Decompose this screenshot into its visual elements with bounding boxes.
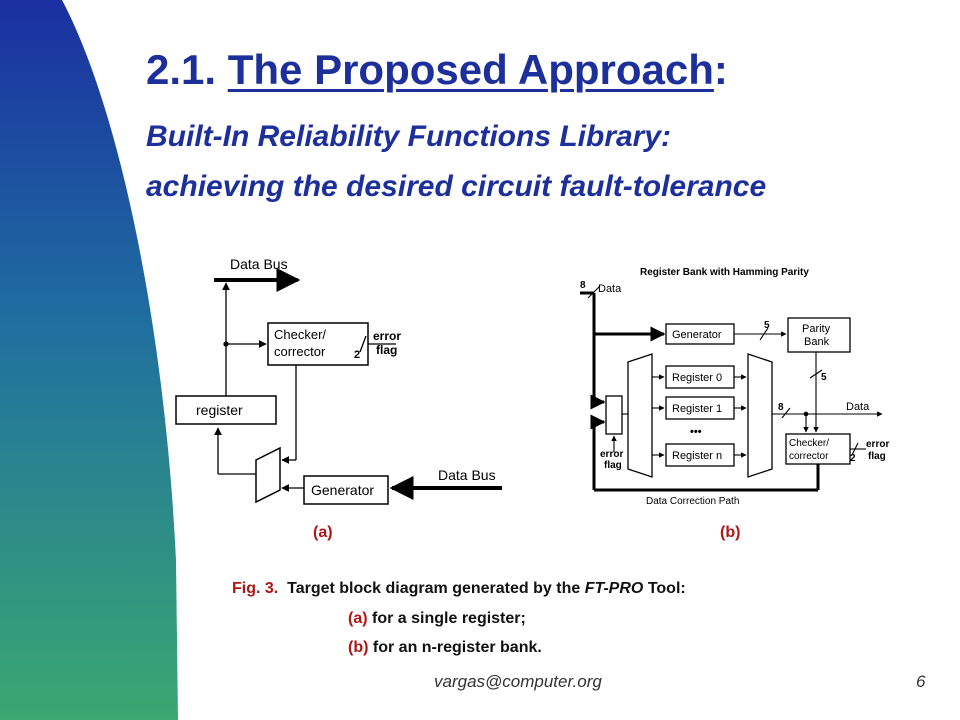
register-n-label: Register n	[672, 450, 722, 462]
title-number: 2.1.	[146, 46, 217, 93]
generator-block	[303, 475, 389, 505]
diagram-b: Register Bank with Hamming Parity	[580, 267, 889, 507]
checker-label-b-1: Checker/	[789, 438, 829, 449]
parity-out-width-label: 5	[821, 372, 827, 383]
bank-title: Register Bank with Hamming Parity	[640, 267, 809, 278]
register-1-label: Register 1	[672, 403, 722, 415]
fig-label: Fig. 3.	[232, 580, 279, 597]
title-main: The Proposed Approach	[227, 46, 714, 93]
flag-width-label: 2	[850, 453, 856, 464]
demux-block	[627, 353, 653, 478]
bus-width-label: 2	[354, 349, 360, 361]
register-label: register	[196, 402, 243, 418]
data-width-label: 8	[580, 280, 586, 291]
data-bus-top-label: Data Bus	[230, 256, 288, 272]
output-mux-block	[747, 353, 773, 478]
parity-width-label: 5	[764, 320, 770, 331]
label-a: (a)	[313, 524, 333, 541]
correction-path-label: Data Correction Path	[646, 496, 739, 507]
checker-label-b-2: corrector	[789, 451, 829, 462]
parity-label-2: Bank	[804, 336, 830, 348]
caption-text-end: Tool:	[647, 580, 686, 597]
out-width-label: 8	[778, 402, 784, 413]
figure-caption: Fig. 3. Target block diagram generated b…	[232, 580, 686, 598]
checker-label-1: Checker/	[274, 327, 326, 342]
background-curve	[0, 0, 178, 720]
tool-name: FT-PRO	[584, 580, 644, 597]
multiplexer-block	[255, 446, 281, 504]
error-flag-label-2: flag	[376, 343, 397, 357]
caption-item-b-text: for an n-register bank.	[372, 639, 542, 656]
left-error-flag-label-2: flag	[604, 460, 622, 471]
subtitle-line-2: achieving the desired circuit fault-tole…	[146, 170, 767, 203]
footer-email: vargas@computer.org	[434, 672, 602, 691]
label-b: (b)	[720, 524, 741, 541]
diagram-a: Data Bus Checker/ corrector 2 error flag…	[175, 256, 502, 505]
register-ellipsis: •••	[690, 426, 702, 438]
caption-text: Target block diagram generated by the	[287, 580, 581, 597]
page-number: 6	[916, 672, 926, 691]
slide-title: 2.1. The Proposed Approach:	[146, 46, 728, 94]
generator-label: Generator	[311, 482, 374, 498]
error-flag-b-label-2: flag	[868, 451, 886, 462]
checker-label-2: corrector	[274, 344, 326, 359]
generator-label-b: Generator	[672, 329, 722, 341]
caption-item-b: (b) for an n-register bank.	[348, 639, 542, 657]
data-out-label: Data	[846, 401, 870, 413]
data-in-label: Data	[598, 283, 622, 295]
data-bus-in-label: Data Bus	[438, 467, 496, 483]
parity-label-1: Parity	[802, 323, 831, 335]
caption-item-a-text: for a single register;	[372, 610, 526, 627]
caption-item-b-label: (b)	[348, 639, 369, 656]
title-colon: :	[713, 46, 728, 93]
error-flag-label-1: error	[373, 329, 401, 343]
subtitle-line-1: Built-In Reliability Functions Library:	[146, 120, 672, 153]
caption-item-a: (a) for a single register;	[348, 610, 526, 628]
register-0-label: Register 0	[672, 372, 722, 384]
error-flag-b-label-1: error	[866, 439, 889, 450]
left-error-flag-label-1: error	[600, 449, 623, 460]
caption-item-a-label: (a)	[348, 610, 368, 627]
input-mux-block	[605, 395, 623, 435]
parity-bank-block	[787, 317, 851, 353]
